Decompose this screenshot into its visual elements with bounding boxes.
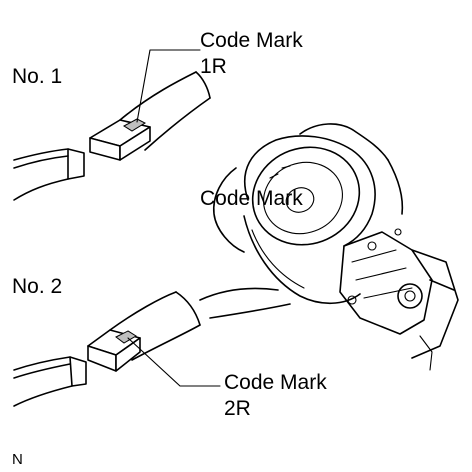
code-mark-2-value: 2R <box>224 397 251 420</box>
code-mark-1-label: Code Mark <box>200 29 303 52</box>
rod-bolt-3 <box>394 228 402 236</box>
hand-wrist-top <box>199 287 279 301</box>
code-mark-2-label-upper: Code Mark <box>200 187 303 210</box>
rod-bolt-1 <box>367 241 377 251</box>
piston-pin-center <box>404 290 416 302</box>
ring-no1-label: No. 1 <box>12 65 63 88</box>
ring-no1-end-side <box>119 126 151 161</box>
ring-no2-end-side <box>115 337 141 372</box>
corner-code: N <box>12 451 23 468</box>
ring-no2-left-top <box>13 356 71 371</box>
rod-tail <box>419 335 433 371</box>
ring-no2-arc-end <box>175 291 201 326</box>
code-mark-1-value: 1R <box>200 55 227 78</box>
hand-thumb <box>212 167 245 253</box>
piston-face-marks <box>269 165 291 179</box>
ring-no1-left-end <box>67 148 85 180</box>
ring-no2-arc-top <box>109 291 177 331</box>
ring-no1-arc-top <box>119 71 197 121</box>
piston-crown <box>243 135 376 247</box>
ring-no2-left-bottom <box>13 385 73 407</box>
piston-assembly <box>199 123 459 371</box>
ring-no1-arc-end <box>195 71 211 99</box>
ring-no2-left-inner <box>13 363 71 379</box>
hand-finger-edge <box>387 159 404 215</box>
piston-skirt <box>243 215 361 305</box>
rod-bolt-2 <box>347 295 357 305</box>
ring-no1-left-inner <box>13 155 69 169</box>
ring-no1-arc-bottom <box>144 97 211 151</box>
piston-face-ring <box>263 161 343 235</box>
ring-no1 <box>13 71 211 201</box>
piston-ring-groove <box>251 229 305 289</box>
ring-no1-left-top <box>13 148 69 161</box>
piston-face <box>251 146 361 246</box>
hand-fingers-top <box>299 123 389 161</box>
ring-no2-left-end <box>69 356 87 387</box>
ring-no1-left-bottom <box>13 178 69 201</box>
ring-no2 <box>13 291 201 407</box>
code-mark-1r <box>123 118 147 132</box>
piston-face-center <box>285 187 315 213</box>
leader-2r <box>127 337 221 387</box>
ring-no2-arc-bottom <box>131 324 201 361</box>
leader-1r <box>136 49 201 123</box>
hand-wrist-bottom <box>209 303 291 319</box>
connecting-rod-body <box>339 231 433 335</box>
piston-pin-end <box>397 283 423 309</box>
ring-no2-label: No. 2 <box>12 275 63 298</box>
connecting-rod-ribs <box>351 249 413 299</box>
code-mark-2r <box>115 330 137 344</box>
code-mark-2-label: Code Mark <box>224 371 327 394</box>
